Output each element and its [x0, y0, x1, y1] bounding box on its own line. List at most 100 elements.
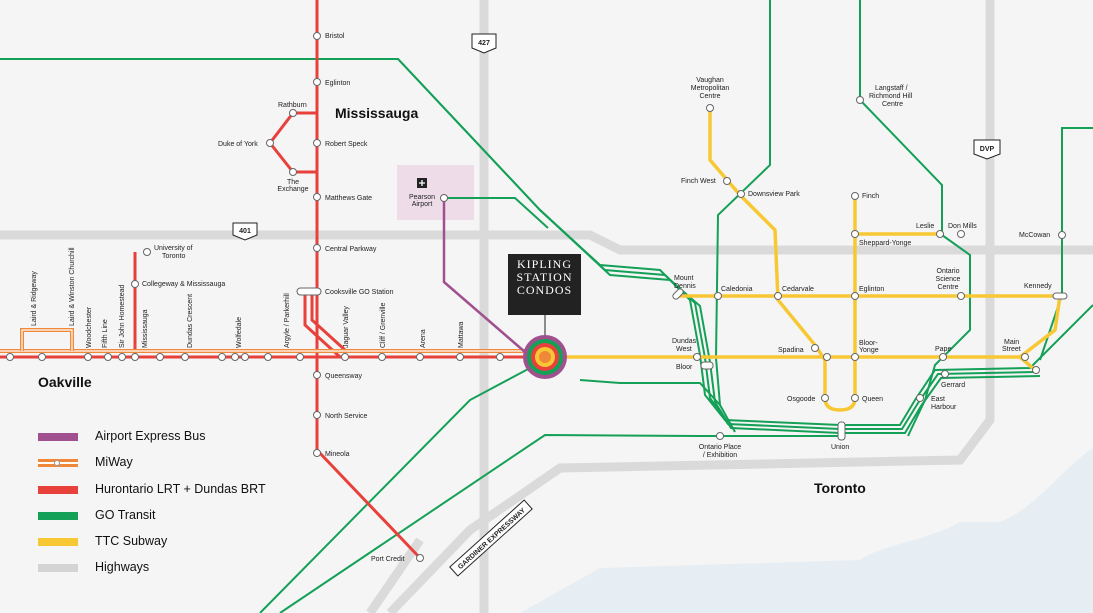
station-dundas-west-1: Dundas: [672, 338, 697, 345]
station-bloor-yonge-2: Yonge: [859, 347, 879, 354]
go-labels: Langstaff / Richmond Hill Centre McCowan…: [699, 85, 1050, 459]
station-mattawa: Mattawa: [458, 321, 465, 348]
airport-label-1: Pearson: [409, 194, 435, 201]
station-finch-west: Finch West: [681, 178, 716, 185]
swatch-airport-express: [38, 433, 78, 441]
swatch-miway: [38, 459, 78, 468]
swatch-go-transit: [38, 511, 78, 520]
station-cooksville: Cooksville GO Station: [325, 289, 394, 296]
airport-label-2: Airport: [412, 201, 433, 208]
legend-airport-express: Airport Express Bus: [38, 428, 298, 454]
city-oakville: Oakville: [38, 374, 92, 390]
station-vaughan-1: Vaughan: [696, 77, 724, 84]
station-ontario-place-1: Ontario Place: [699, 444, 742, 451]
station-mccowan: McCowan: [1019, 232, 1050, 239]
station-uoft-1: University of: [154, 245, 193, 252]
station-main-street-1: Main: [1004, 339, 1019, 346]
station-dundas-crescent: Dundas Crescent: [187, 294, 194, 348]
miway-line: [0, 328, 530, 353]
legend-label: MiWay: [95, 455, 133, 470]
station-science-centre-3: Centre: [937, 284, 958, 291]
kipling-hub: [523, 315, 567, 379]
legend-label: Hurontario LRT + Dundas BRT: [95, 481, 266, 496]
lake-ontario: [520, 448, 1093, 613]
station-exchange-2: Exchange: [277, 186, 308, 193]
legend-highways: Highways: [38, 559, 298, 585]
station-main-street-2: Street: [1002, 346, 1021, 353]
station-union: Union: [831, 444, 849, 451]
station-vaughan-2: Metropolitan: [691, 85, 730, 92]
station-mount-dennis-2: Dennis: [674, 283, 696, 290]
station-langstaff-2: Richmond Hill: [869, 93, 913, 100]
station-ontario-place-2: / Exhibition: [703, 452, 737, 459]
city-toronto: Toronto: [814, 480, 866, 496]
swatch-hurontario: [38, 485, 78, 494]
station-argyle: Argyle / Parkerhill: [284, 293, 291, 348]
station-dundas-west-2: West: [676, 346, 692, 353]
airport-express-line: [442, 198, 526, 353]
legend-label: Airport Express Bus: [95, 429, 206, 443]
station-mississauga-rd: Mississauga: [142, 309, 149, 348]
station-laird: Laird & Ridgeway: [31, 271, 38, 326]
legend-miway: MiWay: [38, 454, 298, 480]
station-rathburn: Rathburn: [278, 102, 307, 109]
station-mineola: Mineola: [325, 451, 350, 458]
station-bloor: Bloor: [676, 364, 693, 371]
station-exchange-1: The: [287, 179, 299, 186]
station-port-credit: Port Credit: [371, 556, 405, 563]
station-queensway: Queensway: [325, 373, 362, 380]
hw401-label: 401: [239, 228, 251, 235]
legend-go-transit: GO Transit: [38, 507, 298, 533]
station-jaguar: Jaguar Valley: [343, 306, 350, 348]
brand-line-3: CONDOS: [516, 283, 573, 297]
station-gerrard: Gerrard: [941, 382, 965, 389]
station-robert-speck: Robert Speck: [325, 141, 368, 148]
map-legend: Airport Express Bus MiWay Hurontario LRT…: [38, 428, 298, 586]
swatch-ttc-subway: [38, 538, 78, 547]
station-vaughan-3: Centre: [699, 93, 720, 100]
dvp-label: DVP: [980, 146, 995, 153]
station-downsview: Downsview Park: [748, 191, 800, 198]
station-caledonia: Caledonia: [721, 286, 753, 293]
station-winston: Laird & Winston Churchill: [69, 247, 76, 326]
station-wolfedale: Wolfedale: [236, 317, 243, 348]
dundas-labels: University of Toronto Collegeway & Missi…: [31, 245, 465, 348]
station-kennedy: Kennedy: [1024, 283, 1052, 290]
station-spadina: Spadina: [778, 347, 804, 354]
station-science-centre-1: Ontario: [937, 268, 960, 275]
station-east-harbour-1: East: [931, 396, 945, 403]
station-eglinton-h: Eglinton: [325, 80, 350, 87]
legend-label: TTC Subway: [95, 534, 168, 549]
station-bloor-yonge-1: Bloor-: [859, 340, 878, 347]
station-mount-dennis-1: Mount: [674, 275, 694, 282]
station-woodchester: Woodchester: [86, 306, 93, 348]
swatch-highways: [38, 564, 78, 573]
station-collegeway: Collegeway & Mississauga: [142, 281, 225, 288]
station-cliff: Cliff / Grenville: [380, 303, 387, 348]
station-finch: Finch: [862, 193, 879, 200]
station-uoft-2: Toronto: [162, 253, 185, 260]
station-markers: [6, 32, 1068, 562]
station-duke-of-york: Duke of York: [218, 141, 258, 148]
airport-zone: [397, 165, 474, 220]
legend-label: GO Transit: [95, 507, 156, 522]
station-fifth-line: Fifth Line: [102, 319, 109, 348]
station-pape: Pape: [935, 346, 951, 353]
station-osgoode: Osgoode: [787, 396, 816, 403]
station-sheppard-yonge: Sheppard-Yonge: [859, 240, 911, 247]
station-science-centre-2: Science: [936, 276, 961, 283]
station-cedarvale: Cedarvale: [782, 286, 814, 293]
legend-ttc-subway: TTC Subway: [38, 533, 298, 559]
station-north-service: North Service: [325, 413, 368, 420]
station-east-harbour-2: Harbour: [931, 404, 957, 411]
hurontario-labels: Bristol Eglinton Rathburn Duke of York R…: [218, 33, 405, 563]
station-langstaff-1: Langstaff /: [875, 85, 908, 92]
hw427-label: 427: [478, 40, 490, 47]
legend-label: Highways: [95, 560, 150, 575]
airplane-icon: [417, 178, 427, 188]
station-queen: Queen: [862, 396, 883, 403]
legend-hurontario: Hurontario LRT + Dundas BRT: [38, 481, 298, 507]
station-leslie: Leslie: [916, 223, 934, 230]
